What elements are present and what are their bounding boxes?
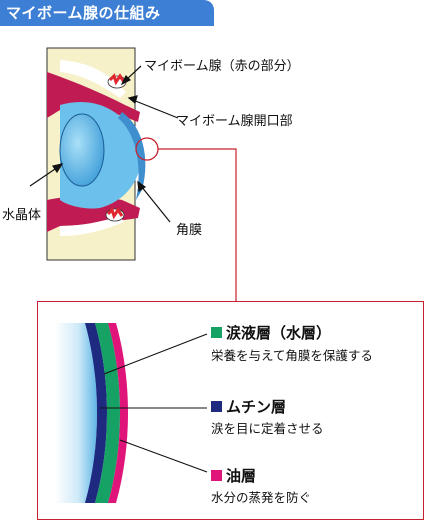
label-meibomian-gland: マイボーム腺（赤の部分） bbox=[144, 59, 300, 74]
page-title: マイボーム腺の仕組み bbox=[0, 0, 214, 26]
legend-oil-layer-name: 油層 bbox=[226, 467, 257, 485]
detail-box bbox=[37, 301, 424, 520]
label-gland-opening: マイボーム腺開口部 bbox=[176, 114, 293, 129]
tear-layer-swatch-icon bbox=[211, 327, 222, 338]
legend-tear-layer: 涙液層（水層） bbox=[211, 322, 331, 343]
legend-mucin-layer-name: ムチン層 bbox=[226, 398, 287, 416]
connector-line bbox=[158, 148, 237, 302]
legend-oil-layer-desc: 水分の蒸発を防ぐ bbox=[211, 490, 312, 505]
oil-layer-swatch-icon bbox=[211, 470, 222, 481]
legend-oil-layer: 油層 bbox=[211, 465, 256, 486]
mucin-layer-swatch-icon bbox=[211, 401, 222, 412]
legend-tear-layer-desc: 栄養を与えて角膜を保護する bbox=[211, 348, 373, 363]
detail-leader-lines bbox=[100, 333, 208, 473]
legend-mucin-layer: ムチン層 bbox=[211, 396, 286, 417]
legend-tear-layer-name: 涙液層（水層） bbox=[226, 324, 332, 342]
eye-cross-section bbox=[46, 47, 159, 261]
label-cornea: 角膜 bbox=[176, 223, 203, 238]
meibomian-gland-upper bbox=[107, 73, 127, 89]
callout-arrows bbox=[29, 65, 179, 223]
tear-film-detail bbox=[55, 323, 128, 503]
label-lens: 水晶体 bbox=[2, 208, 42, 223]
meibomian-gland-lower bbox=[105, 207, 125, 222]
legend-mucin-layer-desc: 涙を目に定着させる bbox=[211, 421, 324, 436]
